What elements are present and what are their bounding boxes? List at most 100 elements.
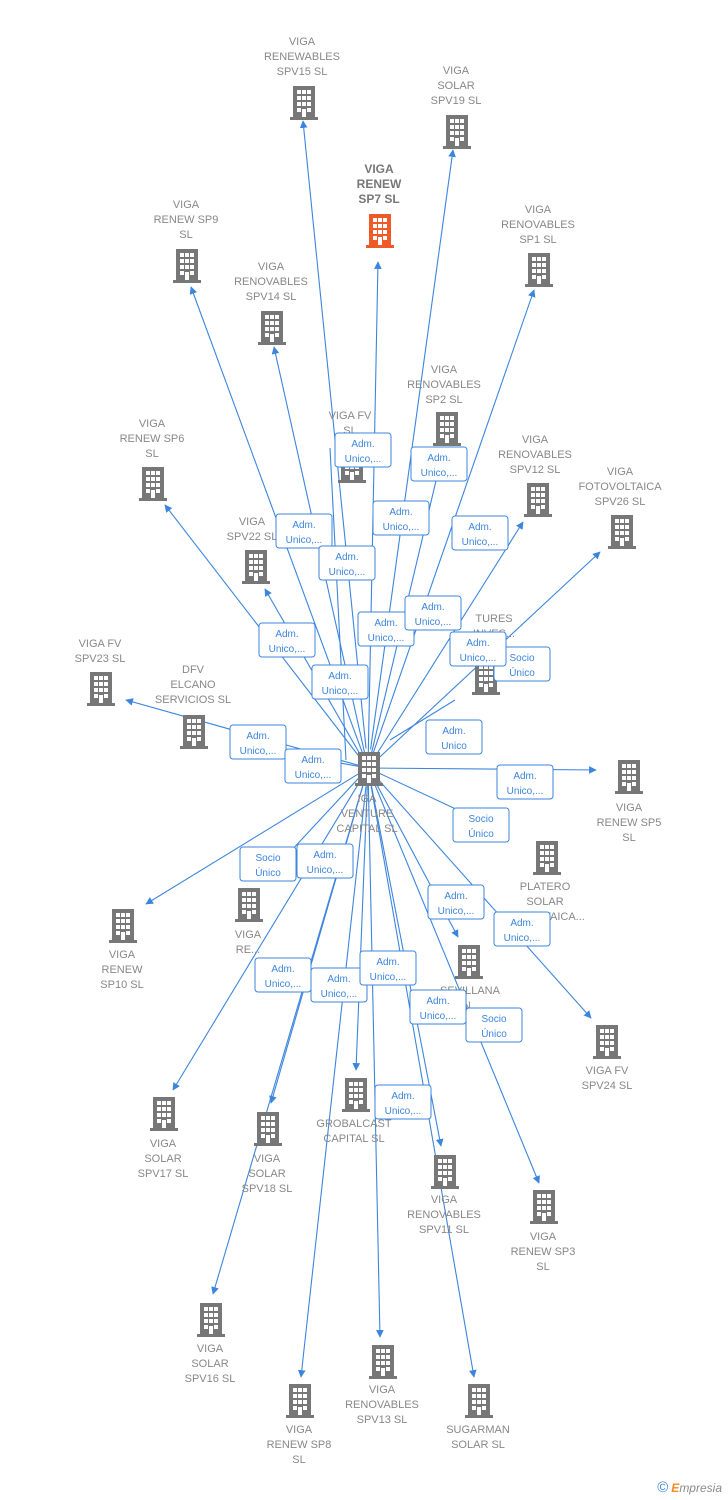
relation-label[interactable]: Adm.Unico,... [374,1084,432,1120]
relation-label[interactable]: Adm.Unico,... [427,884,485,920]
relation-label[interactable]: Adm.Unico,... [493,911,551,947]
relation-label-box [296,843,354,879]
relation-label-box [318,545,376,581]
relation-label[interactable]: Adm.Unico,... [310,967,368,1003]
company-label-line: VIGA [369,1384,396,1396]
relation-label-text: Adm. [271,964,294,975]
center-label-line: VENTURE [341,808,394,820]
relation-label-text: Adm. [301,755,324,766]
center-label-line: IGA [358,793,378,805]
relation-label-text: Unico,... [307,865,344,876]
relation-label[interactable]: Adm.Unico,... [372,500,430,536]
relation-label-box [275,513,333,549]
relation-label[interactable]: Adm.Unico,... [410,446,468,482]
company-label-line: ELCANO [170,679,216,691]
edge-to-sp8 [297,786,367,1378]
relation-label[interactable]: Adm.Unico,... [449,631,507,667]
company-node-platero[interactable]: PLATEROSOLAR...OVOLTAICA... [505,841,585,923]
relation-label[interactable]: Adm.Unico,... [334,432,392,468]
relation-label[interactable]: Adm.Unico,... [451,515,509,551]
center-node[interactable]: IGA VENTURE CAPITAL SL [336,752,398,835]
relation-label-text: Adm. [246,731,269,742]
relation-label[interactable]: Adm.Unico,... [404,595,462,631]
relation-label-text: Adm. [374,618,397,629]
relation-label[interactable]: Adm.Unico,... [284,748,342,784]
center-label-line: CAPITAL SL [336,823,397,835]
company-label-line: SERVICIOS SL [155,694,231,706]
company-label-line: SPV19 SL [431,95,482,107]
company-label-line: SL [536,1261,549,1273]
relation-label-text: Unico,... [507,786,544,797]
building-icon [443,115,471,149]
relation-label-text: Unico,... [368,633,405,644]
company-label-line: SOLAR [526,896,563,908]
relation-label-text: Unico,... [438,906,475,917]
company-label-line: RENEW SP6 [120,433,185,445]
building-icon [286,1384,314,1418]
company-label-line: SPV17 SL [138,1168,189,1180]
company-label-line: SP7 SL [358,192,399,206]
edge-labels-layer: Adm. Unico,... Adm. Unico,... Adm. Unico,... A… [229,432,554,1120]
relation-label-text: Unico,... [504,933,541,944]
relation-label[interactable]: Adm.Unico,... [258,622,316,658]
company-label-line: SPV16 SL [185,1373,236,1385]
relation-label-box [493,911,551,947]
copyright-icon: © [657,1479,669,1496]
relation-label-box [449,631,507,667]
relation-label[interactable]: Adm.Unico,... [359,950,417,986]
building-icon [180,715,208,749]
relation-label-text: Unico,... [286,535,323,546]
building-icon [254,1112,282,1146]
relation-label[interactable]: Adm.Unico,... [496,764,554,800]
relation-label-text: Adm. [468,522,491,533]
relation-label[interactable]: Adm.Unico,... [275,513,333,549]
relation-label[interactable]: Adm.Unico,... [311,664,369,700]
relation-label-text: Adm. [421,602,444,613]
relation-label[interactable]: Adm.Unico,... [229,724,287,760]
relation-label[interactable]: Adm.Unico [425,719,483,755]
edge-to-spv17 [172,777,363,1091]
company-label-line: VIGA [254,1153,281,1165]
building-icon [342,1078,370,1112]
relation-label[interactable]: Adm.Unico,... [318,545,376,581]
relation-label[interactable]: Adm.Unico,... [296,843,354,879]
company-label-line: SP10 SL [100,979,143,991]
relation-label-text: Unico,... [383,522,420,533]
company-node-vre[interactable]: VIGARE... [235,888,263,956]
company-label-line: VIGA [431,364,458,376]
company-label-line: SUGARMAN [446,1424,510,1436]
relation-label[interactable]: Adm.Unico,... [254,957,312,993]
relation-label[interactable]: Adm.Unico,... [409,989,467,1025]
relation-label[interactable]: Adm. Unico,... [357,611,415,647]
company-label-line: VIGA [150,1138,177,1150]
